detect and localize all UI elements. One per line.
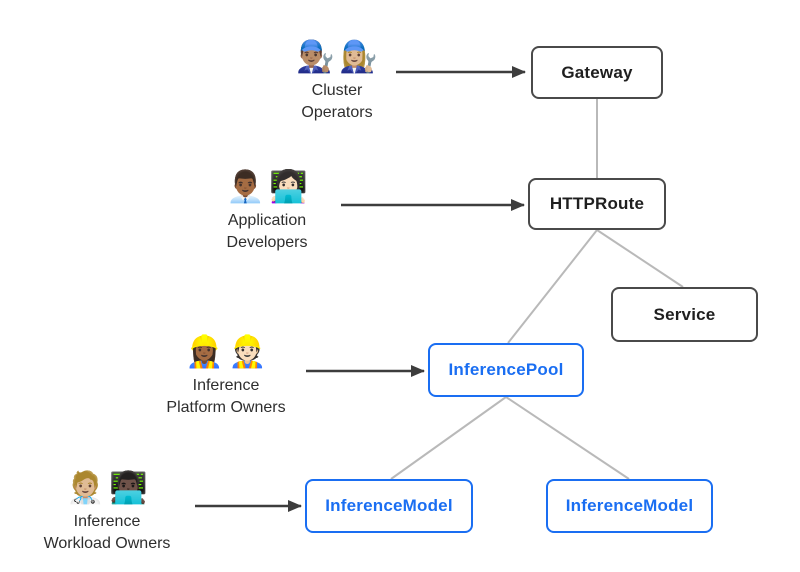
node-gateway: Gateway (531, 46, 663, 99)
man-office-worker-emoji: 👨🏾‍💼 (226, 169, 265, 204)
woman-construction-worker-emoji: 👷🏾‍♀️ (185, 334, 224, 369)
persona-application-developers: 👨🏾‍💼👩🏻‍💻 Application Developers (182, 166, 352, 254)
persona-cluster-operators: 👨🏽‍🔧👩🏼‍🔧 Cluster Operators (252, 36, 422, 124)
label-line-2: Workload Owners (43, 535, 171, 552)
node-inferencemodel-left-label: InferenceModel (325, 496, 453, 515)
inference-platform-owners-emoji: 👷🏾‍♀️👷🏻 (141, 331, 311, 373)
node-service: Service (611, 287, 758, 342)
health-worker-emoji: 🧑🏼‍⚕️ (66, 470, 105, 505)
inference-workload-owners-emoji: 🧑🏼‍⚕️👨🏿‍💻 (22, 467, 192, 509)
persona-inference-platform-owners: 👷🏾‍♀️👷🏻 Inference Platform Owners (141, 331, 311, 419)
woman-technologist-emoji: 👩🏻‍💻 (269, 169, 308, 204)
woman-mechanic-emoji: 👩🏼‍🔧 (339, 39, 378, 74)
node-inferencemodel-left: InferenceModel (305, 479, 473, 533)
label-line-1: Inference (73, 513, 141, 530)
node-inferencemodel-right: InferenceModel (546, 479, 713, 533)
node-httproute: HTTPRoute (528, 178, 666, 230)
label-line-2: Operators (301, 104, 373, 121)
label-line-1: Cluster (311, 82, 363, 99)
persona-inference-workload-owners: 🧑🏼‍⚕️👨🏿‍💻 Inference Workload Owners (22, 467, 192, 555)
cluster-operators-label: Cluster Operators (252, 80, 422, 124)
edge-httproute-service (596, 229, 684, 288)
node-httproute-label: HTTPRoute (549, 194, 645, 213)
construction-worker-emoji: 👷🏻 (228, 334, 267, 369)
label-line-1: Inference (192, 377, 260, 394)
application-developers-emoji: 👨🏾‍💼👩🏻‍💻 (182, 166, 352, 208)
node-inferencepool-label: InferencePool (448, 360, 564, 379)
inference-workload-owners-label: Inference Workload Owners (22, 511, 192, 555)
label-line-1: Application (227, 212, 307, 229)
edge-httproute-inferencepool (507, 229, 598, 344)
label-line-2: Developers (226, 234, 308, 251)
man-technologist-emoji: 👨🏿‍💻 (109, 470, 148, 505)
inference-platform-owners-label: Inference Platform Owners (141, 375, 311, 419)
node-gateway-label: Gateway (561, 62, 633, 82)
edge-inferencepool-inferencemodel-left (390, 396, 507, 480)
node-inferencemodel-right-label: InferenceModel (565, 496, 694, 515)
cluster-operators-emoji: 👨🏽‍🔧👩🏼‍🔧 (252, 36, 422, 78)
edge-inferencepool-inferencemodel-right (505, 396, 630, 480)
man-mechanic-emoji: 👨🏽‍🔧 (296, 39, 335, 74)
application-developers-label: Application Developers (182, 210, 352, 254)
node-service-label: Service (653, 304, 716, 324)
node-inferencepool: InferencePool (428, 343, 584, 397)
label-line-2: Platform Owners (166, 399, 286, 416)
